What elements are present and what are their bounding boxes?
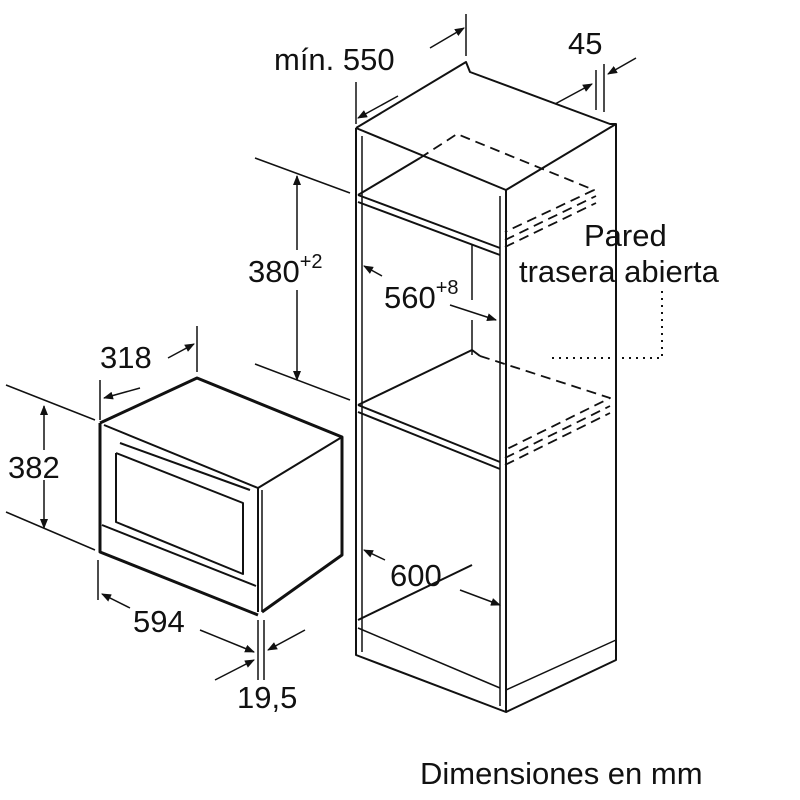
niche-height-tolerance: +2 xyxy=(299,251,323,273)
cabinet xyxy=(355,61,617,713)
dimension-lines xyxy=(5,14,637,681)
label-niche-height: 380+2 xyxy=(248,252,323,289)
pointer-dotted xyxy=(552,290,663,359)
open-back-dashed xyxy=(419,133,611,466)
label-cabinet-depth: mín. 550 xyxy=(274,42,395,77)
label-back-gap: 45 xyxy=(568,26,603,61)
label-front-thickness: 19,5 xyxy=(237,680,298,715)
label-appliance-depth: 318 xyxy=(100,340,152,375)
label-cabinet-width: 600 xyxy=(390,558,442,593)
label-niche-width: 560+8 xyxy=(384,278,459,315)
microwave xyxy=(98,376,344,617)
label-back-wall-line1: Pared xyxy=(584,218,667,253)
niche-height-value: 380 xyxy=(248,254,300,289)
niche-width-tolerance: +8 xyxy=(435,277,459,299)
niche-width-value: 560 xyxy=(384,280,436,315)
label-appliance-width: 594 xyxy=(133,604,185,639)
label-back-wall-line2: trasera abierta xyxy=(519,254,719,289)
label-appliance-height: 382 xyxy=(8,450,60,485)
caption: Dimensiones en mm xyxy=(420,756,703,791)
